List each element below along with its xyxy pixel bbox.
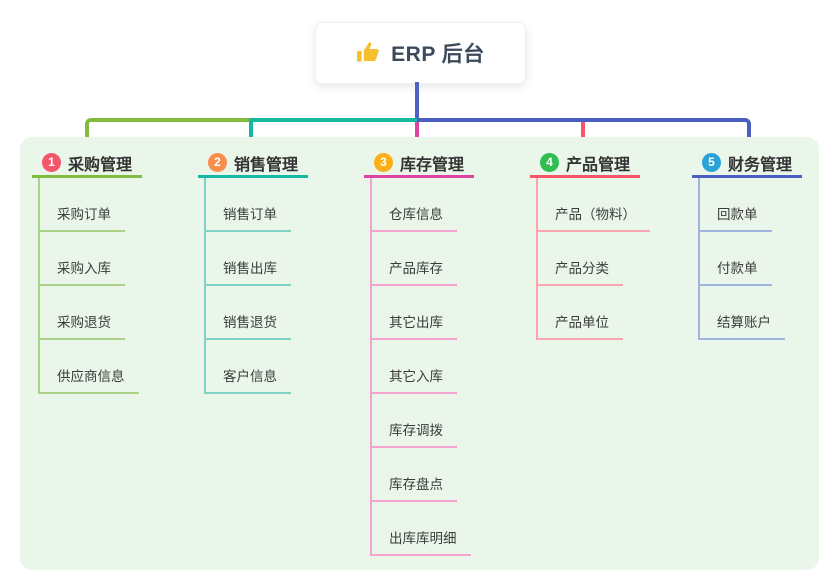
node-label: 仓库信息 bbox=[389, 207, 443, 222]
node-label: 库存盘点 bbox=[389, 477, 443, 492]
mindmap-node[interactable]: 产品库存 bbox=[370, 232, 457, 286]
node-label: 其它入库 bbox=[389, 369, 443, 384]
badge-number: 5 bbox=[702, 153, 721, 172]
node-label: 产品（物料） bbox=[555, 207, 636, 222]
node-label: 回款单 bbox=[717, 207, 758, 222]
node-label: 客户信息 bbox=[223, 369, 277, 384]
node-label: 库存调拨 bbox=[389, 423, 443, 438]
node-label: 结算账户 bbox=[717, 315, 771, 330]
branch-inventory: 3 库存管理 仓库信息产品库存其它出库其它入库库存调拨库存盘点出库库明细 bbox=[364, 150, 475, 556]
node-label: 产品单位 bbox=[555, 315, 609, 330]
mindmap-panel: 1 采购管理 采购订单采购入库采购退货供应商信息 2 销售管理 销售订单销售出库… bbox=[20, 137, 819, 570]
branch-label: 销售管理 bbox=[234, 156, 299, 174]
badge-number: 3 bbox=[374, 153, 393, 172]
connector-branch1 bbox=[85, 118, 253, 148]
node-label: 其它出库 bbox=[389, 315, 443, 330]
mindmap-node[interactable]: 产品分类 bbox=[536, 232, 623, 286]
mindmap-node[interactable]: 仓库信息 bbox=[370, 178, 457, 232]
mindmap-node[interactable]: 产品单位 bbox=[536, 286, 623, 340]
mindmap-node[interactable]: 采购退货 bbox=[38, 286, 125, 340]
mindmap-node[interactable]: 采购入库 bbox=[38, 232, 125, 286]
branch-child-connector bbox=[204, 178, 206, 394]
branch-sales: 2 销售管理 销售订单销售出库销售退货客户信息 bbox=[198, 150, 309, 394]
node-label: 采购退货 bbox=[57, 315, 111, 330]
node-label: 采购入库 bbox=[57, 261, 111, 276]
branch-label: 采购管理 bbox=[68, 156, 133, 174]
node-label: 销售退货 bbox=[223, 315, 277, 330]
branch-child-connector bbox=[698, 178, 700, 340]
node-label: 销售出库 bbox=[223, 261, 277, 276]
mindmap-node[interactable]: 其它出库 bbox=[370, 286, 457, 340]
branch-title-finance[interactable]: 5 财务管理 bbox=[692, 150, 803, 178]
mindmap-node[interactable]: 回款单 bbox=[698, 178, 772, 232]
mindmap-node[interactable]: 结算账户 bbox=[698, 286, 785, 340]
branch-child-connector bbox=[38, 178, 40, 394]
mindmap-node[interactable]: 供应商信息 bbox=[38, 340, 139, 394]
node-label: 付款单 bbox=[717, 261, 758, 276]
branch-label: 财务管理 bbox=[728, 156, 793, 174]
mindmap-node[interactable]: 产品（物料） bbox=[536, 178, 650, 232]
node-label: 采购订单 bbox=[57, 207, 111, 222]
branch-product: 4 产品管理 产品（物料） 产品分类产品单位 bbox=[530, 150, 650, 340]
thumbs-up-icon bbox=[356, 40, 382, 66]
branch-title-inventory[interactable]: 3 库存管理 bbox=[364, 150, 475, 178]
node-label: 销售订单 bbox=[223, 207, 277, 222]
badge-number: 1 bbox=[42, 153, 61, 172]
node-label: 供应商信息 bbox=[57, 369, 125, 384]
branch-children: 仓库信息产品库存其它出库其它入库库存调拨库存盘点出库库明细 bbox=[370, 178, 474, 556]
branch-purchase: 1 采购管理 采购订单采购入库采购退货供应商信息 bbox=[32, 150, 143, 394]
mindmap-node[interactable]: 销售订单 bbox=[204, 178, 291, 232]
branch-children: 回款单付款单结算账户 bbox=[698, 178, 802, 340]
branch-title-sales[interactable]: 2 销售管理 bbox=[198, 150, 309, 178]
connector-branch2 bbox=[249, 118, 417, 148]
root-node[interactable]: ERP 后台 bbox=[315, 22, 526, 84]
branch-child-connector bbox=[370, 178, 372, 556]
mindmap-node[interactable]: 库存盘点 bbox=[370, 448, 457, 502]
branch-child-connector bbox=[536, 178, 538, 340]
branch-children: 销售订单销售出库销售退货客户信息 bbox=[204, 178, 308, 394]
node-label: 产品分类 bbox=[555, 261, 609, 276]
connector-branch5 bbox=[417, 118, 751, 148]
page-title: ERP 后台 bbox=[391, 43, 485, 66]
badge-number: 4 bbox=[540, 153, 559, 172]
mindmap-node[interactable]: 付款单 bbox=[698, 232, 772, 286]
branch-label: 库存管理 bbox=[400, 156, 465, 174]
mindmap-node[interactable]: 库存调拨 bbox=[370, 394, 457, 448]
branch-finance: 5 财务管理 回款单付款单结算账户 bbox=[692, 150, 803, 340]
connector-branch3-drop bbox=[415, 122, 419, 148]
mindmap-node[interactable]: 其它入库 bbox=[370, 340, 457, 394]
node-label: 产品库存 bbox=[389, 261, 443, 276]
node-label: 出库库明细 bbox=[389, 531, 457, 546]
mindmap-node[interactable]: 销售出库 bbox=[204, 232, 291, 286]
branch-label: 产品管理 bbox=[566, 156, 631, 174]
branch-children: 产品（物料） 产品分类产品单位 bbox=[536, 178, 650, 340]
mindmap-node[interactable]: 销售退货 bbox=[204, 286, 291, 340]
badge-number: 2 bbox=[208, 153, 227, 172]
mindmap-node[interactable]: 客户信息 bbox=[204, 340, 291, 394]
branch-children: 采购订单采购入库采购退货供应商信息 bbox=[38, 178, 142, 394]
connector-center-vertical bbox=[415, 82, 419, 120]
branch-title-product[interactable]: 4 产品管理 bbox=[530, 150, 641, 178]
mindmap-node[interactable]: 采购订单 bbox=[38, 178, 125, 232]
connector-branch4-drop bbox=[581, 122, 585, 148]
branch-title-purchase[interactable]: 1 采购管理 bbox=[32, 150, 143, 178]
mindmap-node[interactable]: 出库库明细 bbox=[370, 502, 471, 556]
